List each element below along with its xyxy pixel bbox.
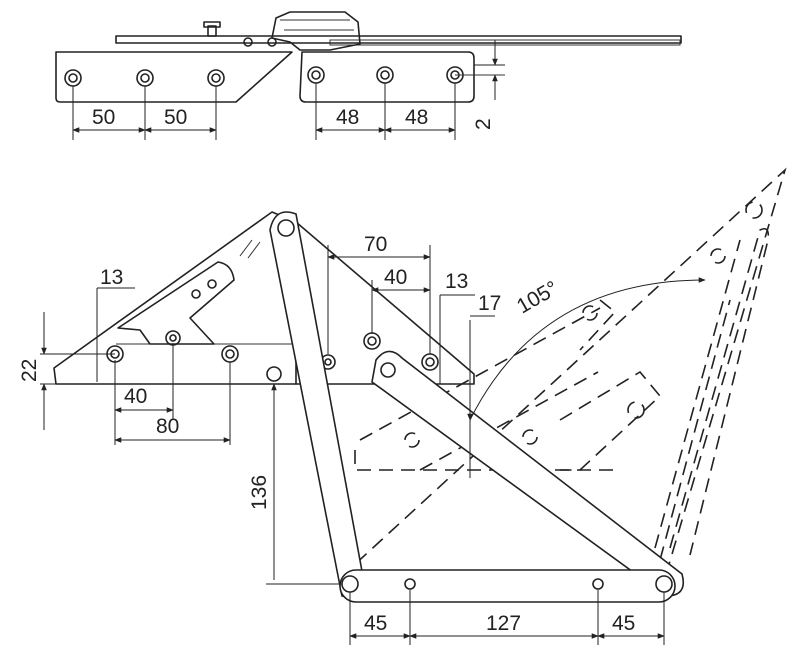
dim-13-right: 13: [445, 270, 468, 293]
right-plate-holes: [307, 66, 464, 84]
bottom-bar: [339, 569, 676, 603]
top-cover-plate: [115, 35, 682, 44]
left-bracket: [53, 211, 297, 385]
dim-top-offset: 2: [472, 118, 495, 130]
left-plate-holes: [64, 69, 225, 87]
dim-top-right-1: 48: [336, 106, 359, 129]
dim-45-left: 45: [364, 612, 387, 635]
dim-13-left: 13: [100, 266, 123, 289]
dim-22: 22: [18, 359, 41, 382]
dim-80: 80: [156, 415, 179, 438]
dim-45-right: 45: [612, 612, 635, 635]
dim-40-left: 40: [124, 385, 147, 408]
top-view: 50 50 48 48 2: [55, 11, 682, 140]
dim-17: 17: [478, 292, 501, 315]
dim-top-left-2: 50: [164, 106, 187, 129]
adjust-screw: [207, 25, 217, 37]
left-mounting-plate: [55, 51, 293, 103]
side-view: 13 22 40 80 136 70 40 13 17 105° 45 127 …: [18, 167, 787, 645]
hinge-housing: [271, 11, 361, 51]
main-arm-left: [269, 211, 365, 598]
top-cover-plate-inner: [329, 39, 681, 46]
dim-angle: 105°: [513, 277, 562, 319]
lever-plate: [117, 261, 235, 345]
dim-top-left-1: 50: [92, 106, 115, 129]
dim-136: 136: [248, 475, 271, 510]
dim-top-right-2: 48: [405, 106, 428, 129]
dim-40-right: 40: [384, 266, 407, 289]
right-mounting-plate: [299, 51, 475, 103]
dim-127: 127: [486, 612, 521, 635]
main-arm-right: [371, 350, 685, 597]
angle-arc: [469, 277, 706, 421]
dim-70: 70: [364, 233, 387, 256]
